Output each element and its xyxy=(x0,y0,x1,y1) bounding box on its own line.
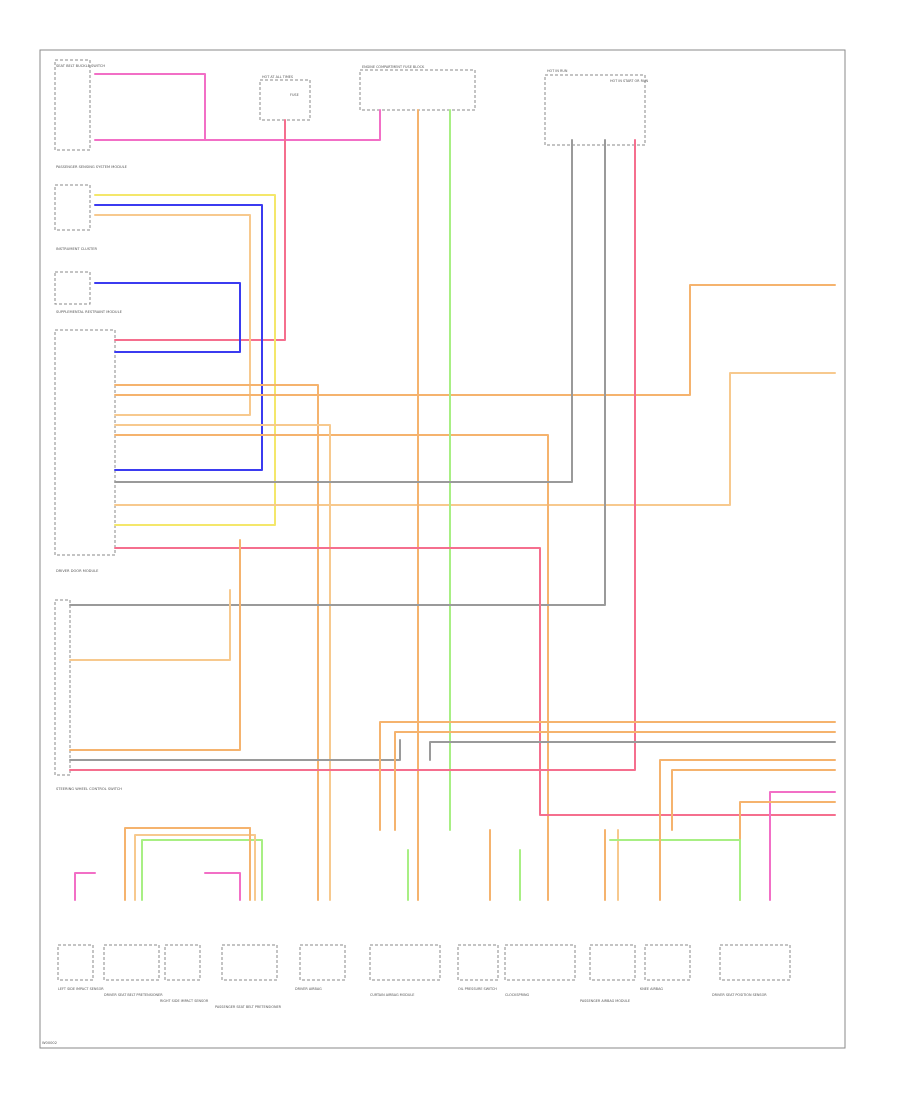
comp-box-3 xyxy=(164,944,201,981)
comp-box-10 xyxy=(644,944,691,981)
module-label-3: SUPPLEMENTAL RESTRAINT MODULE xyxy=(56,310,123,314)
comp-box-9 xyxy=(589,944,636,981)
diagram-frame xyxy=(39,49,846,1049)
wire-orange-3 xyxy=(114,434,549,831)
wire-orange-long-1 xyxy=(114,284,836,396)
module-box-srs xyxy=(54,329,116,556)
wire-orange-8 xyxy=(659,759,836,831)
wire-orange-5 xyxy=(69,539,241,751)
comp-label-3: RIGHT SIDE IMPACT SENSOR xyxy=(160,999,209,1003)
wire-gray-4 xyxy=(429,741,836,761)
module-label-1: SEAT BELT BUCKLE SWITCH xyxy=(56,64,105,68)
wire-pink-2 xyxy=(94,109,381,141)
wires xyxy=(69,73,836,901)
fuse-label-hot-start: HOT IN START OR RUN xyxy=(610,79,648,83)
comp-label-8: CLOCKSPRING xyxy=(505,993,529,997)
wire-blue-2 xyxy=(94,282,241,353)
comp-label-9: PASSENGER AIRBAG MODULE xyxy=(580,999,630,1003)
comp-label-7: OIL PRESSURE SWITCH xyxy=(458,987,497,991)
footer-id: W00002 xyxy=(42,1041,57,1045)
module-box-seat-belt xyxy=(54,59,91,151)
comp-box-8 xyxy=(504,944,576,981)
module-label-2: PASSENGER SENSING SYSTEM MODULE xyxy=(56,165,128,169)
wire-pink-5 xyxy=(204,872,241,901)
wire-gray-2 xyxy=(69,139,606,606)
wire-orange-2 xyxy=(114,384,319,831)
comp-box-4 xyxy=(221,944,278,981)
comp-label-10: KNEE AIRBAG xyxy=(640,987,663,991)
fuse-label-engine: ENGINE COMPARTMENT FUSE BLOCK xyxy=(362,65,425,69)
wire-gray-1 xyxy=(114,139,573,483)
wire-red-3 xyxy=(114,547,836,816)
wire-pink-3 xyxy=(769,791,836,901)
comp-box-7 xyxy=(457,944,499,981)
comp-box-1 xyxy=(57,944,94,981)
module-box-door xyxy=(54,599,71,776)
module-box-cluster xyxy=(54,271,91,305)
fuse-label-hot-always: HOT AT ALL TIMES xyxy=(262,75,293,79)
fuse-box-2 xyxy=(359,69,476,111)
wire-tan-1 xyxy=(94,214,251,416)
wire-tan-long-2 xyxy=(114,372,836,506)
comp-label-5: DRIVER AIRBAG xyxy=(295,987,322,991)
comp-box-2 xyxy=(103,944,160,981)
wire-pink-4 xyxy=(74,872,96,901)
wire-orange-9 xyxy=(671,769,836,831)
module-box-passenger-sensing xyxy=(54,184,91,231)
fuse-label-hot-run: HOT IN RUN xyxy=(547,69,568,73)
bottom-components: LEFT SIDE IMPACT SENSOR DRIVER SEAT BELT… xyxy=(57,944,791,1009)
module-label-6: STEERING WHEEL CONTROL SWITCH xyxy=(56,787,122,791)
wire-orange-6 xyxy=(379,721,836,831)
wire-blue-1 xyxy=(94,204,263,471)
wire-tan-3 xyxy=(114,424,331,831)
comp-box-5 xyxy=(299,944,346,981)
module-label-5: DRIVER DOOR MODULE xyxy=(56,569,99,573)
module-label-4: INSTRUMENT CLUSTER xyxy=(56,247,97,251)
comp-label-11: DRIVER SEAT POSITION SENSOR xyxy=(712,993,767,997)
wire-orange-7 xyxy=(394,731,836,831)
wire-orange-11 xyxy=(124,827,251,901)
wire-green-5 xyxy=(609,839,741,901)
fuse-box-3 xyxy=(544,74,646,146)
wire-gray-3 xyxy=(69,739,401,761)
comp-box-11 xyxy=(719,944,791,981)
fuse-label: FUSE xyxy=(290,93,299,97)
comp-box-6 xyxy=(369,944,441,981)
wire-yellow-1 xyxy=(94,194,276,526)
comp-label-6: CURTAIN AIRBAG MODULE xyxy=(370,993,414,997)
left-module-boxes: SEAT BELT BUCKLE SWITCH PASSENGER SENSIN… xyxy=(54,59,128,791)
comp-label-2: DRIVER SEAT BELT PRETENSIONER xyxy=(104,993,163,997)
comp-label-4: PASSENGER SEAT BELT PRETENSIONER xyxy=(215,1005,282,1009)
fuse-blocks: HOT AT ALL TIMES ENGINE COMPARTMENT FUSE… xyxy=(259,65,648,146)
fuse-box-1 xyxy=(259,79,311,121)
wire-tan-4 xyxy=(69,589,231,661)
wire-pink-1 xyxy=(94,73,206,141)
wire-green-2 xyxy=(141,839,263,901)
wire-red-1 xyxy=(114,119,286,341)
comp-label-1: LEFT SIDE IMPACT SENSOR xyxy=(58,987,104,991)
wire-red-2 xyxy=(69,139,636,771)
wire-orange-10 xyxy=(739,801,836,901)
wire-tan-5 xyxy=(134,834,256,901)
